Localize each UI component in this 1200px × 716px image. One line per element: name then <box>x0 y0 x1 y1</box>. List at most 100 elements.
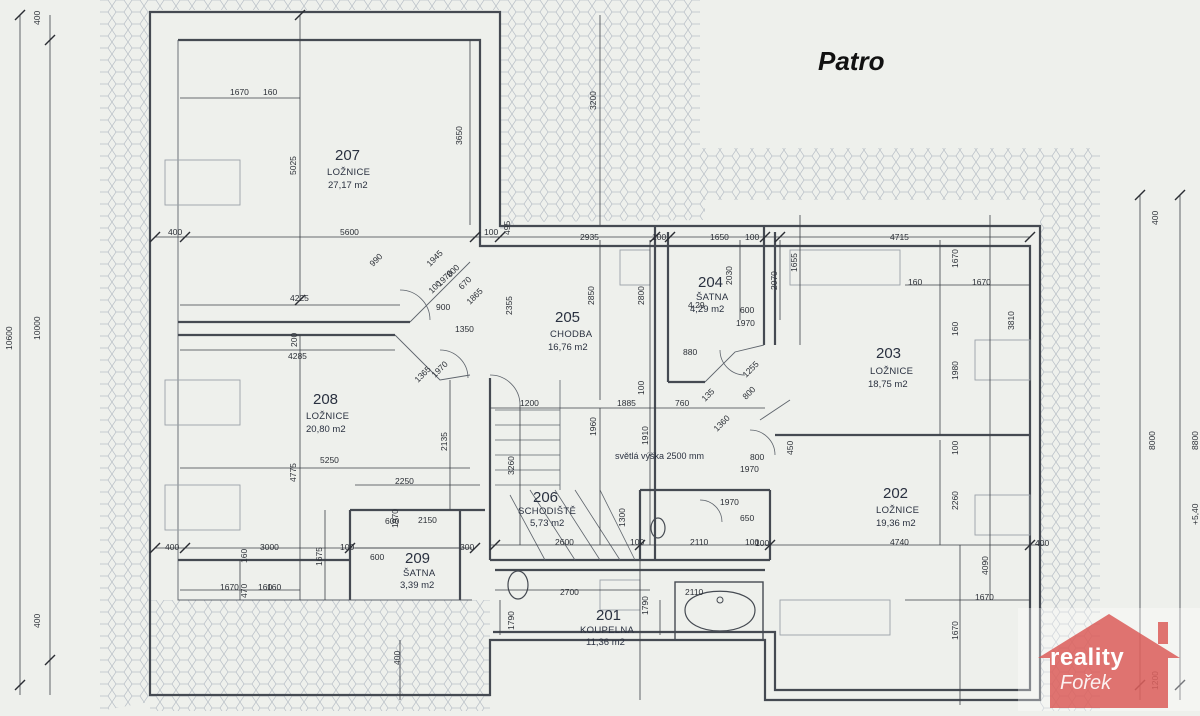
dimension-label: 1670 <box>230 87 249 97</box>
staircase <box>495 380 636 561</box>
room-number: 209 <box>405 550 430 567</box>
dimension-label: 400 <box>165 542 179 552</box>
dimension-label: 10600 <box>4 326 14 350</box>
logo-line1: reality <box>1050 644 1125 671</box>
outer-walls <box>148 10 1042 702</box>
dimension-label: 1980 <box>950 361 960 380</box>
room-name: ŠATNA <box>403 568 436 579</box>
dimension-label: 1350 <box>455 324 474 334</box>
dimension-label: 1670 <box>950 249 960 268</box>
dimension-label: 160 <box>263 87 277 97</box>
dimension-label: 5250 <box>320 455 339 465</box>
dimension-label: 2355 <box>504 296 514 315</box>
dimension-label: 100 <box>630 537 644 547</box>
dimension-label: 4715 <box>890 232 909 242</box>
dimension-label: 400 <box>32 614 42 628</box>
room-208: 208 LOŽNICE 20,80 m2 <box>306 391 349 435</box>
dimension-label: 2250 <box>395 476 414 486</box>
dimension-label: 100 <box>636 381 646 395</box>
room-name: KOUPELNA <box>580 625 635 636</box>
dimension-label: 1970 <box>390 509 400 528</box>
room-name: LOŽNICE <box>876 505 919 516</box>
dimension-label: 1960 <box>588 417 598 436</box>
room-name: LOŽNICE <box>870 366 913 377</box>
dimension-label: 400 <box>168 227 182 237</box>
dimension-label: 1790 <box>506 611 516 630</box>
room-209: 209 ŠATNA 3,39 m2 <box>400 550 436 591</box>
dimension-label: 1200 <box>520 398 539 408</box>
room-202: 202 LOŽNICE 19,36 m2 <box>876 485 919 529</box>
dimension-label: 2850 <box>586 286 596 305</box>
dimension-label: 100 <box>652 232 666 242</box>
room-205: 205 CHODBA 16,76 m2 <box>548 309 593 353</box>
dimension-label: 8800 <box>1190 431 1200 450</box>
room-area: 27,17 m2 <box>328 180 368 191</box>
dimension-label: 1675 <box>314 547 324 566</box>
dimension-label: 2150 <box>418 515 437 525</box>
dimension-label: 1670 <box>972 277 991 287</box>
room-area: 5,73 m2 <box>530 518 564 529</box>
dimension-label: 160 <box>239 549 249 563</box>
dimension-label: 1670 <box>220 582 239 592</box>
dimension-label: 650 <box>740 513 754 523</box>
dimension-label: 5025 <box>288 156 298 175</box>
dimension-label: 900 <box>436 302 450 312</box>
dimension-label: 1970 <box>736 318 755 328</box>
dimension-label: 160 <box>267 582 281 592</box>
dimension-label: 2935 <box>580 232 599 242</box>
dimension-label: 1650 <box>710 232 729 242</box>
plan-title: Patro <box>818 46 885 76</box>
dimension-label: 1300 <box>617 508 627 527</box>
dimension-label: 495 <box>502 221 512 235</box>
dimension-label: 600 <box>740 305 754 315</box>
dimension-label: 470 <box>239 584 249 598</box>
dimension-ticks <box>14 9 1186 691</box>
dimension-lines <box>19 15 1181 705</box>
room-206: 206 SCHODIŠTĚ 5,73 m2 <box>518 489 576 529</box>
dimension-label: 300 <box>460 542 474 552</box>
dimension-label: 100 <box>484 227 498 237</box>
room-201: 201 KOUPELNA 11,36 m2 <box>580 607 635 648</box>
dimension-label: 160 <box>950 322 960 336</box>
room-area: 18,75 m2 <box>868 379 908 390</box>
dimension-label: 3810 <box>1006 311 1016 330</box>
room-area: 11,36 m2 <box>586 637 625 648</box>
room-number: 207 <box>335 147 360 164</box>
room-203: 203 LOŽNICE 18,75 m2 <box>868 345 913 390</box>
dimension-label: 1970 <box>740 464 759 474</box>
dimension-label: 400 <box>32 11 42 25</box>
dimension-label: 200 <box>289 333 299 347</box>
dimension-label: 1655 <box>789 253 799 272</box>
dimension-label: 160 <box>908 277 922 287</box>
room-number: 206 <box>533 489 558 506</box>
room-name: LOŽNICE <box>306 411 349 422</box>
dimension-label: 4285 <box>288 351 307 361</box>
dimension-label: 1910 <box>640 426 650 445</box>
dimension-label: 8000 <box>1147 431 1157 450</box>
ceiling-height-note: světlá výška 2500 mm <box>615 451 704 461</box>
logo-line2: Fořek <box>1060 672 1112 694</box>
room-204: 204 ŠATNA 4,29 m2 <box>690 274 729 315</box>
room-area: 19,36 m2 <box>876 518 916 529</box>
room-number: 205 <box>555 309 580 326</box>
dimension-label: 2110 <box>685 587 704 597</box>
bathroom-fixtures <box>507 517 764 641</box>
dimension-label: 800 <box>750 452 764 462</box>
dimension-label: 1790 <box>640 596 650 615</box>
dimension-label: 1885 <box>617 398 636 408</box>
dimension-label: 880 <box>683 347 697 357</box>
dimension-label: 2700 <box>560 587 579 597</box>
dimension-label: 1670 <box>950 621 960 640</box>
room-207: 207 LOŽNICE 27,17 m2 <box>327 147 370 191</box>
dimension-label: 2030 <box>724 266 734 285</box>
dimension-label: 2135 <box>439 432 449 451</box>
room-name: SCHODIŠTĚ <box>518 506 576 517</box>
room-name: LOŽNICE <box>327 167 370 178</box>
dimension-label: 10000 <box>32 316 42 340</box>
dimension-label: 2110 <box>690 537 709 547</box>
room-number: 204 <box>698 274 723 291</box>
dimension-label: 3200 <box>588 91 598 110</box>
dimension-label: 600 <box>370 552 384 562</box>
room-area: 3,39 m2 <box>400 580 434 591</box>
